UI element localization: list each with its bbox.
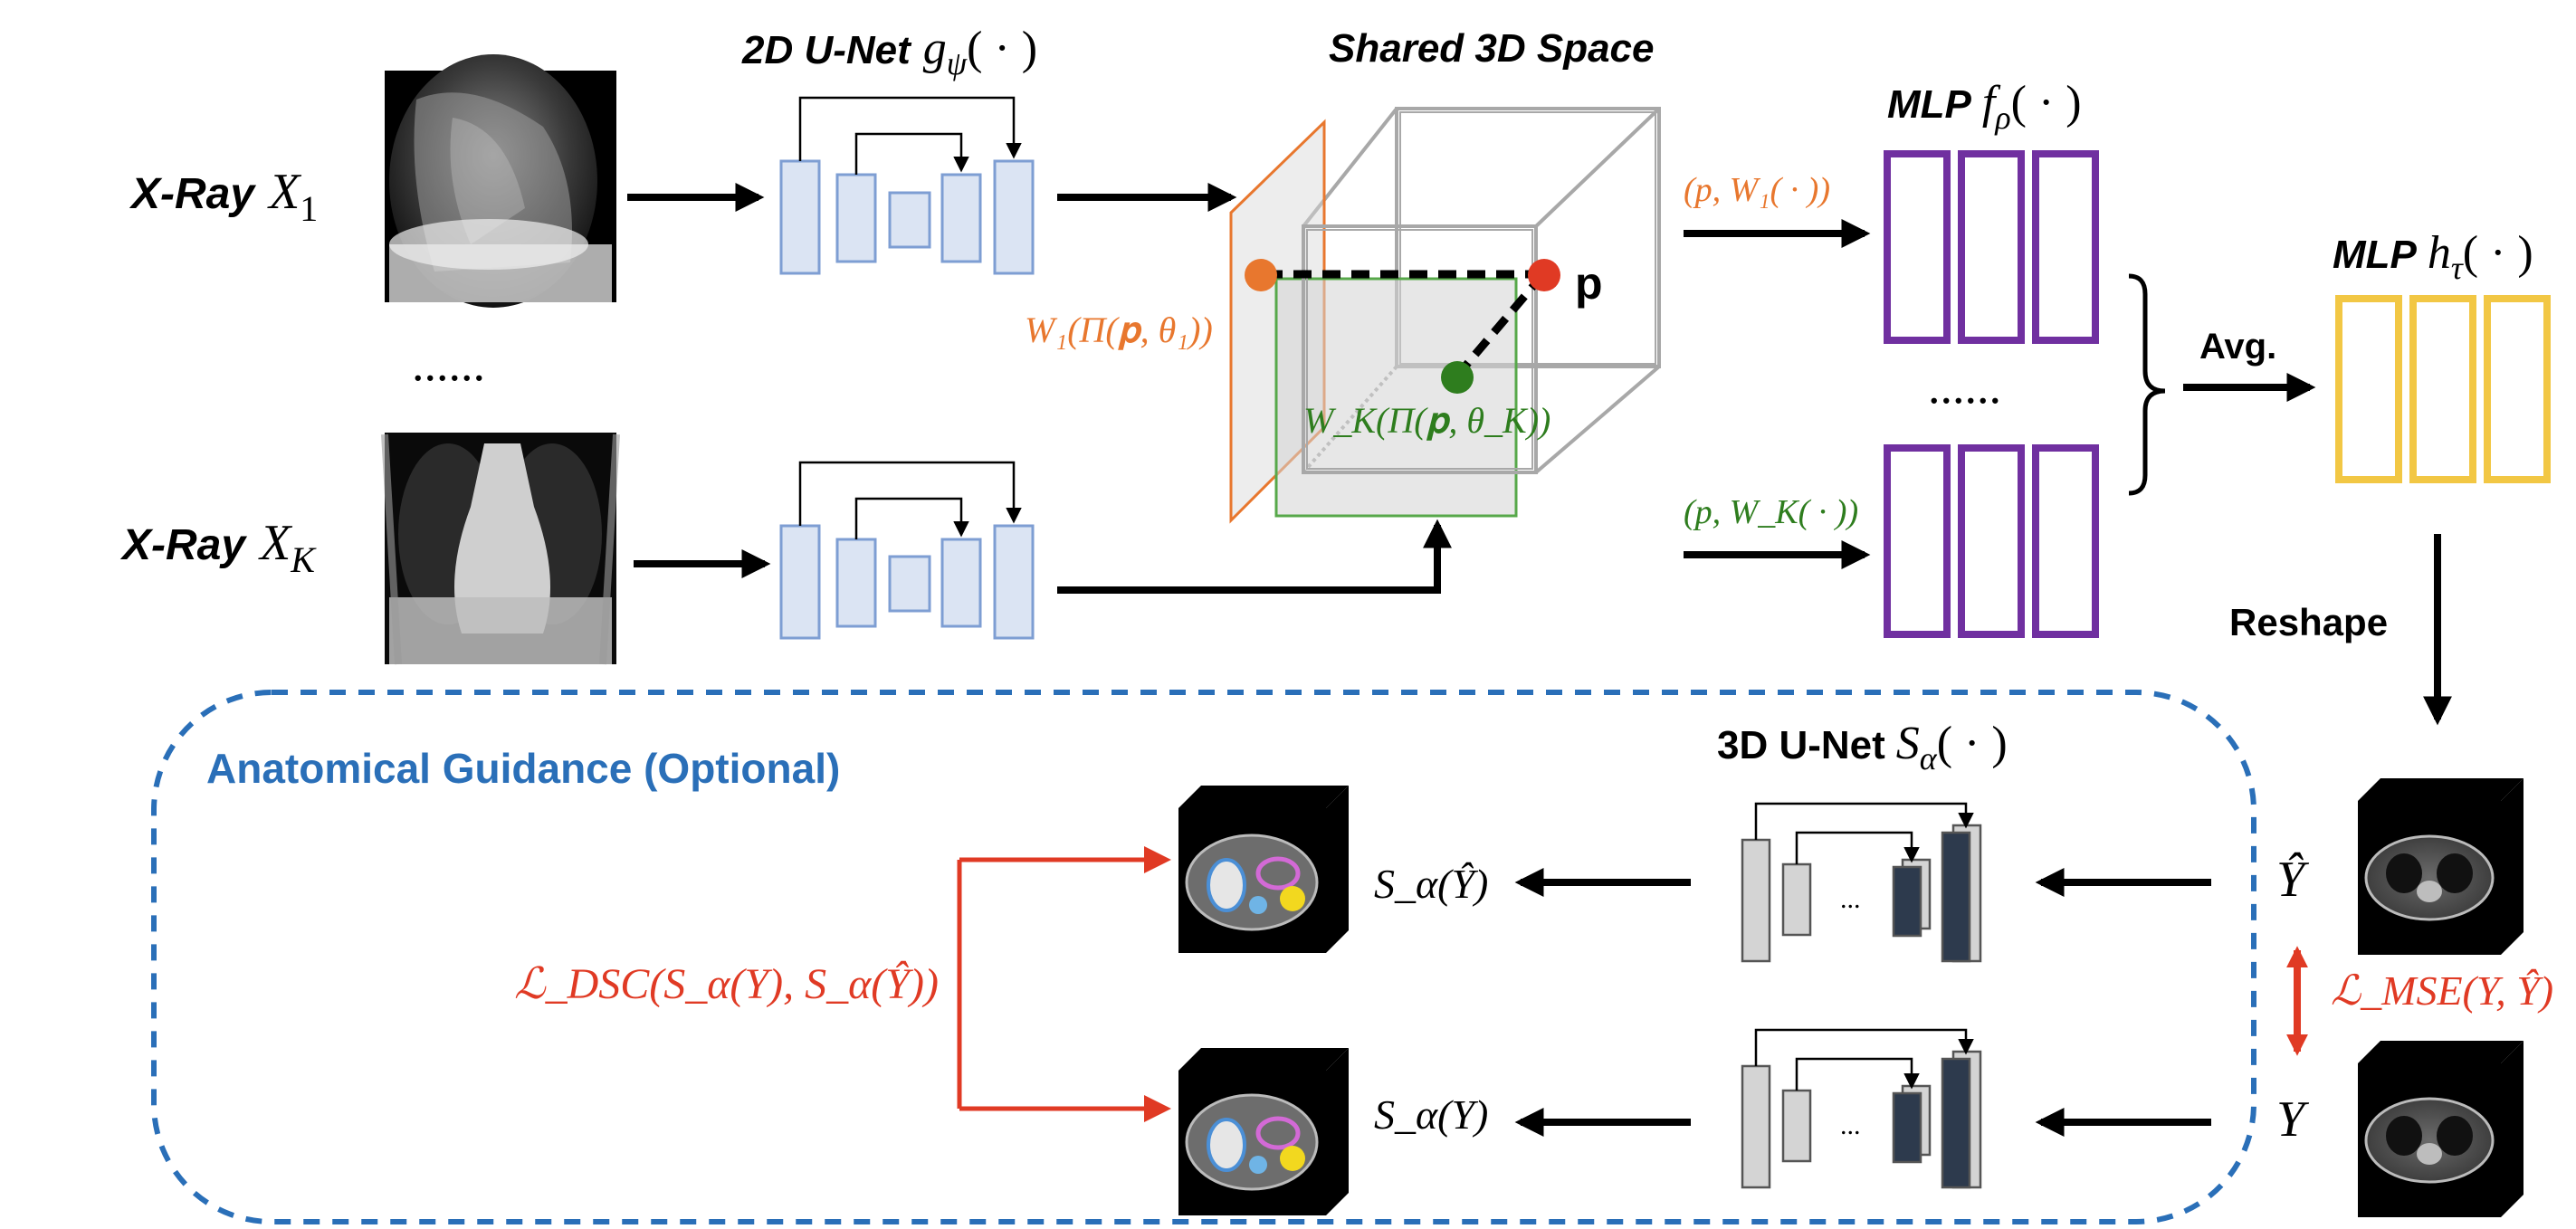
xray1-label: X-Ray [129,170,256,218]
mlp-h-title: MLP [2333,233,2418,277]
mlp-h-symbol: h [2428,227,2451,279]
unet2d-bottom [779,461,1035,640]
xrayK-subscript: K [290,539,317,580]
projected-point-1 [1245,259,1277,291]
point-label-p: p [1575,258,1603,309]
guidance-title: Anatomical Guidance (Optional) [206,745,840,792]
reshape-label: Reshape [2229,601,2388,643]
seg-volume-yhat [1178,786,1349,953]
dsc-loss-label: ℒ_DSC(S_α(Y), S_α(Ŷ)) [514,960,939,1008]
unet2d-symbol: g [923,23,947,74]
ray-to-plane-K [1454,272,1547,378]
mlp-f-args: ( · ) [2011,77,2082,129]
mlp-f-subscript: ρ [1994,100,2010,136]
xray1-subscript: 1 [300,188,318,229]
xrayK-symbol: X [258,515,293,571]
mlp-h-args: ( · ) [2463,227,2533,279]
unet3d-title: 3D U-Net [1717,723,1885,767]
xray1-image [385,54,616,308]
mlp-f-input-K: (p, W_K( · )) [1684,493,1858,531]
w1-feature-label: W₁(Π(𝐩, θ₁)) [1025,310,1213,350]
average-brace [2128,273,2166,496]
shared-space-cube: p [1229,107,1661,524]
seg-yhat-label: S_α(Ŷ) [1374,861,1488,907]
projection-plane-K [1274,277,1518,518]
unet2d-top [779,96,1035,275]
xray1-symbol: X [267,164,302,220]
ct-volume-yhat [2358,778,2524,955]
guidance-box [151,690,2256,1224]
projected-point-K [1441,361,1474,394]
yhat-label: Ŷ [2276,852,2310,908]
shared-space-title: Shared 3D Space [1329,26,1655,71]
mlp-f-top [1884,150,2099,344]
unet2d-args: ( · ) [967,23,1037,74]
wk-feature-label: W_K(Π(𝐩, θ_K)) [1303,400,1550,441]
arrow-unetK-to-space [1057,519,1452,594]
xrayK-image [381,433,620,665]
mlp-f-ellipsis: ...... [1928,359,2001,414]
unet3d-subscript: α [1920,740,1938,776]
unet3d-symbol: S [1896,718,1920,769]
unet3d-top: ... [1741,802,1982,963]
mlp-h-subscript: τ [2451,250,2464,286]
mlp-f-title: MLP [1887,82,1972,127]
seg-y-label: S_α(Y) [1374,1091,1488,1138]
mlp-h [2335,295,2551,483]
y-label: Y [2276,1091,2310,1148]
avg-label: Avg. [2199,327,2276,367]
unet3d-bottom: ... [1741,1028,1982,1189]
mlp-f-bottom [1884,444,2099,638]
unet2d-subscript: ψ [947,45,968,81]
query-point-p [1528,259,1560,291]
mlp-f-input-1: (p, W₁( · )) [1684,171,1830,209]
unet3d-args: ( · ) [1937,718,2008,769]
xrayK-label: X-Ray [119,521,247,569]
unet3d-bottom-dots: ... [1840,1110,1861,1140]
ct-volume-y [2358,1041,2524,1217]
unet3d-top-dots: ... [1840,884,1861,914]
seg-volume-y [1178,1048,1349,1215]
mse-loss-label: ℒ_MSE(Y, Ŷ) [2331,967,2553,1014]
input-ellipsis: ...... [412,337,485,391]
unet2d-title: 2D U-Net [741,28,912,72]
